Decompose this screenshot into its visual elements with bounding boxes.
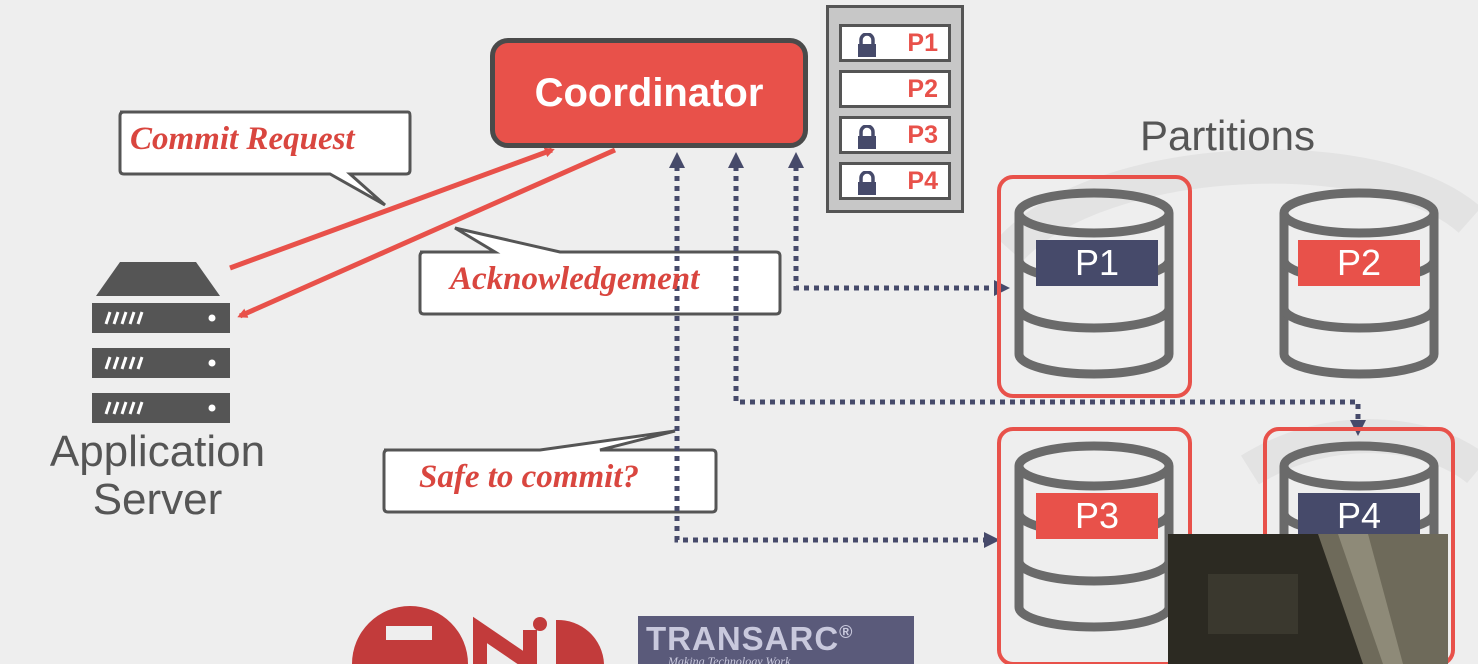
commit-request-arrow [229,147,555,271]
coordinator-label: Coordinator [534,70,764,115]
lock-row-label: P4 [907,167,938,195]
p1-lock-path [793,166,996,291]
webcam-overlay [1168,534,1448,664]
transarc-tagline: Making Technology Work [668,654,791,664]
lock-icon [858,125,876,149]
safe-to-commit-text: Safe to commit? [419,459,639,495]
lock-row-p3: P3 [839,116,951,154]
lock-row-label: P2 [907,75,938,103]
lock-row-p1: P1 [839,24,951,62]
arrowhead-icon [994,280,1010,296]
webcam-frame [1168,534,1448,664]
arrowhead-icon [788,152,804,168]
coordinator-node: Coordinator [490,38,808,148]
lock-icon [858,171,876,195]
lock-row-p4: P4 [839,162,951,200]
acknowledgement-callout [418,226,782,316]
acknowledgement-text: Acknowledgement [450,261,700,297]
transarc-logo: TRANSARC® Making Technology Work [638,616,914,664]
partitions-heading: Partitions [1139,112,1316,159]
lock-row-label: P3 [907,121,938,149]
lock-row-p2: P2 [839,70,951,108]
commit-request-callout [118,110,412,207]
server-rack-icon [92,262,230,423]
application-server-line2: Server [92,475,223,524]
commit-request-text: Commit Request [130,121,355,157]
watermark-shape [997,149,1478,262]
arrowhead-icon [984,532,1000,548]
lock-icon [858,33,876,57]
lock-row-label: P1 [907,29,938,57]
partition-label-p3: P3 [1036,493,1158,539]
watermark-shape [1240,419,1478,485]
university-logo [352,606,604,664]
partition-label-p4: P4 [1298,493,1420,539]
lock-table: P1 P2 P3 P4 [826,5,964,213]
transarc-name: TRANSARC® [646,620,854,657]
partition-highlight-frame [997,175,1192,398]
acknowledgement-arrow [237,147,617,319]
partition-label-p1: P1 [1036,240,1158,286]
partition-label-p2: P2 [1298,240,1420,286]
application-server-line1: Application [49,427,266,476]
arrowhead-icon [669,152,685,168]
application-server-label: Application Server [20,428,295,524]
arrowhead-icon [728,152,744,168]
p3-lock-path [674,166,986,543]
safe-to-commit-callout [382,429,718,514]
